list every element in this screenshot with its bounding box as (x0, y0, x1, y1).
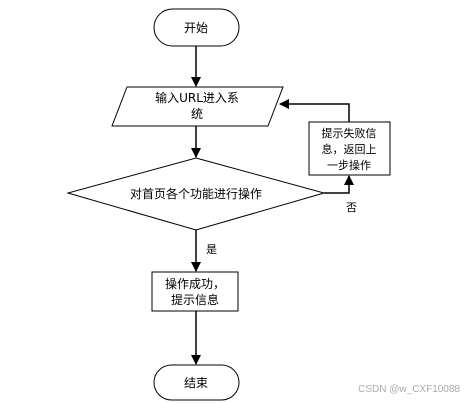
end-label: 结束 (184, 376, 208, 390)
yes-label: 是 (206, 243, 217, 256)
start-node: 开始 (153, 8, 240, 47)
input-label-line2: 统 (191, 107, 203, 121)
fail-label-line3: 一步操作 (327, 158, 371, 172)
success-label-line2: 提示信息 (171, 292, 219, 307)
start-label: 开始 (184, 21, 208, 35)
watermark-text: CSDN @w_CXF10088 (358, 384, 460, 395)
success-shape (151, 271, 239, 312)
arrow-decision-to-fail (324, 175, 354, 194)
input-node: 输入URL进入系 统 (111, 86, 284, 127)
input-shape (111, 86, 284, 127)
arrow-fail-to-input (279, 99, 350, 122)
input-label-line1: 输入URL进入系 (155, 90, 239, 105)
success-node: 操作成功， 提示信息 (151, 271, 239, 312)
success-label-line1: 操作成功， (165, 276, 225, 291)
end-shape (153, 364, 240, 401)
decision-node: 对首页各个功能进行操作 (66, 157, 326, 231)
end-node: 结束 (153, 364, 240, 401)
decision-label: 对首页各个功能进行操作 (130, 186, 262, 201)
fail-label-line2: 息，返回上 (322, 142, 377, 156)
no-label: 否 (346, 201, 357, 214)
fail-label-line1: 提示失败信 (322, 126, 377, 140)
fail-node: 提示失败信 息，返回上 一步操作 (308, 121, 391, 176)
